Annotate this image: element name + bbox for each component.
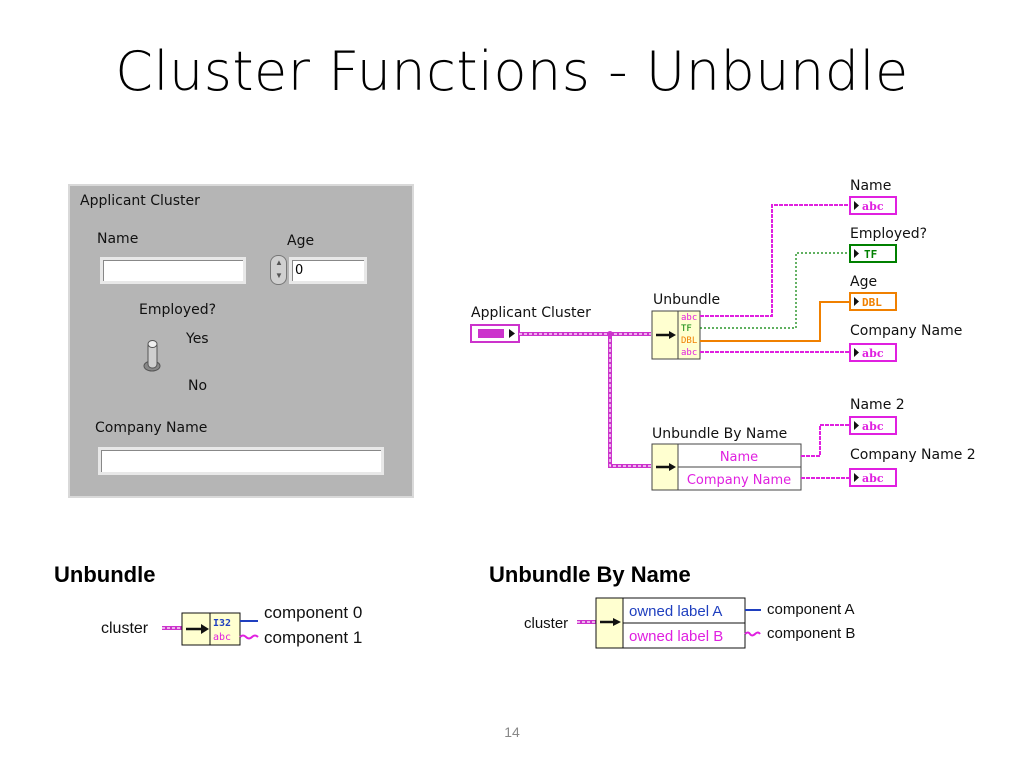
ubn-output-wires [801,424,850,479]
increment-arrow-icon[interactable]: ▲ [275,258,283,267]
legend-unbundle-input-label: cluster [101,620,149,637]
toggle-switch-icon [143,340,161,372]
output-age-indicator[interactable]: DBL [849,292,897,311]
indicator-type-text: abc [862,347,884,360]
legend-term-abc: abc [213,632,231,643]
page-number: 14 [504,724,520,740]
ubn-element-company[interactable]: Company Name [687,473,791,488]
unbundle-by-name-heading: Unbundle By Name [489,562,691,587]
indicator-type-text: TF [864,248,877,261]
ubn-node-label: Unbundle By Name [652,426,787,442]
output-company2-label: Company Name 2 [850,447,976,463]
output-company-indicator[interactable]: abc [849,343,897,362]
legend-unbundle-by-name: cluster owned label A owned label B comp… [524,597,855,649]
company-name-input[interactable] [98,447,384,475]
unbundle-node-label: Unbundle [653,292,720,308]
term-string-2: abc [681,348,697,358]
output-name2-label: Name 2 [850,397,905,413]
legend-term-i32: I32 [213,618,231,629]
age-stepper[interactable]: ▲ ▼ [270,255,287,285]
term-numeric: DBL [681,336,697,346]
wire-junction [607,331,613,337]
indicator-type-text: abc [862,472,884,485]
legend-unbundle: cluster I32 abc component 0 component 1 [101,603,362,647]
name-label: Name [97,231,139,247]
age-input[interactable]: 0 [289,257,367,284]
front-panel-cluster: Applicant Cluster Name Age ▲ ▼ 0 Employe… [68,184,414,498]
employed-label: Employed? [139,302,217,318]
unbundle-output-wires [700,204,850,353]
unbundle-node[interactable]: abc TF DBL abc [651,310,701,360]
output-name-label: Name [850,178,891,194]
term-boolean: TF [681,324,692,334]
unbundle-heading: Unbundle [54,562,156,587]
ubn-element-name[interactable]: Name [720,450,758,465]
cluster-wire [519,332,651,468]
slide-title: Cluster Functions - Unbundle [115,40,909,103]
output-employed-label: Employed? [850,226,927,242]
name-input[interactable] [100,257,246,284]
unbundle-by-name-node[interactable]: Name Company Name [651,443,802,491]
indicator-type-text: abc [862,200,884,213]
output-employed-indicator[interactable]: TF [849,244,897,263]
cluster-label: Applicant Cluster [80,193,200,209]
legend-owned-label-b: owned label B [629,628,723,645]
legend-ubn-input-label: cluster [524,615,568,632]
company-name-label: Company Name [95,420,208,436]
employed-toggle-switch[interactable] [143,336,161,384]
employed-no-label: No [188,378,208,394]
decrement-arrow-icon[interactable]: ▼ [275,271,283,280]
legend-owned-label-a: owned label A [629,603,722,620]
legend-component-a: component A [767,601,855,618]
cluster-control-terminal[interactable] [470,324,520,343]
output-name-indicator[interactable]: abc [849,196,897,215]
indicator-type-text: abc [862,420,884,433]
age-label: Age [287,233,315,249]
indicator-type-text: DBL [862,296,882,309]
input-cluster-label: Applicant Cluster [471,305,591,321]
term-string-1: abc [681,313,697,323]
output-name2-indicator[interactable]: abc [849,416,897,435]
legend-component-1: component 1 [264,628,362,647]
output-company-label: Company Name [850,323,962,339]
employed-yes-label: Yes [186,331,209,347]
output-age-label: Age [850,274,877,290]
legend-component-b: component B [767,625,855,642]
legend-component-0: component 0 [264,603,362,622]
output-company2-indicator[interactable]: abc [849,468,897,487]
